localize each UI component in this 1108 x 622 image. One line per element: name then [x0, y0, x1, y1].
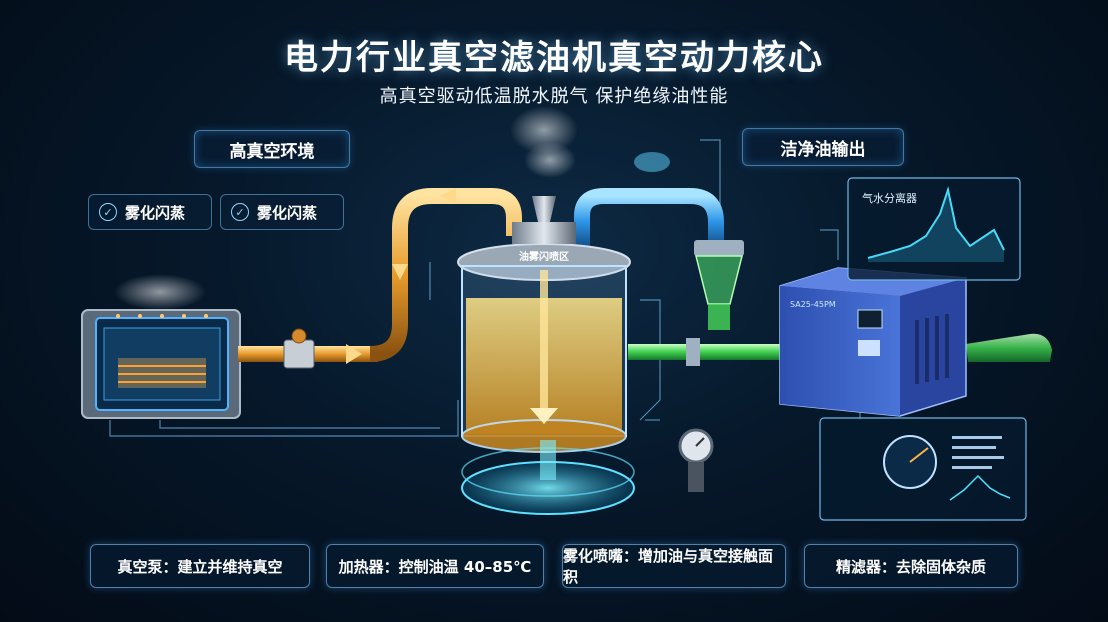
pressure-gauge — [678, 428, 714, 492]
collection-basin — [461, 440, 635, 515]
separator-chart-panel — [847, 177, 1021, 281]
chip-atomize-2: ✓ 雾化闪蒸 — [220, 194, 344, 230]
chip-atomize-1: ✓ 雾化闪蒸 — [88, 194, 212, 230]
chip-atomize-1-label: 雾化闪蒸 — [125, 203, 186, 222]
vacuum-tank — [457, 106, 631, 453]
callout-clean-oil-output: 洁净油输出 — [742, 128, 904, 166]
bottom-label-fine-filter-text: 精滤器：去除固体杂质 — [835, 557, 986, 576]
separator — [694, 240, 744, 330]
vacuum-pump — [779, 267, 967, 417]
check-circle-icon: ✓ — [99, 203, 117, 221]
page-title: 电力行业真空滤油机真空动力核心 — [284, 38, 824, 78]
status-panel — [819, 417, 1027, 521]
tank-label: 油雾闪喷区 — [519, 252, 569, 263]
callout-vacuum-environment: 高真空环境 — [194, 130, 350, 168]
callout-vacuum-environment-label: 高真空环境 — [229, 141, 315, 162]
bottom-label-heater: 加热器：控制油温 40–85℃ — [326, 544, 544, 588]
page-subtitle: 高真空驱动低温脱水脱气 保护绝缘油性能 — [379, 86, 729, 107]
bottom-label-fine-filter: 精滤器：去除固体杂质 — [804, 544, 1018, 588]
bottom-label-nozzle-text: 雾化喷嘴：增加油与真空接触面积 — [563, 547, 774, 586]
bottom-label-nozzle: 雾化喷嘴：增加油与真空接触面积 — [562, 544, 786, 588]
heater-unit — [81, 274, 241, 419]
check-circle-icon: ✓ — [231, 203, 249, 221]
callout-clean-oil-output-label: 洁净油输出 — [780, 139, 866, 160]
separator-label: 气水分离器 — [862, 192, 917, 205]
bottom-label-vacuum-pump-text: 真空泵：建立并维持真空 — [117, 557, 283, 576]
chip-atomize-2-label: 雾化闪蒸 — [257, 203, 318, 222]
bottom-label-heater-text: 加热器：控制油温 40–85℃ — [338, 557, 532, 576]
bottom-label-vacuum-pump: 真空泵：建立并维持真空 — [90, 544, 310, 588]
pump-model-label: SA25-45PM — [790, 300, 836, 309]
